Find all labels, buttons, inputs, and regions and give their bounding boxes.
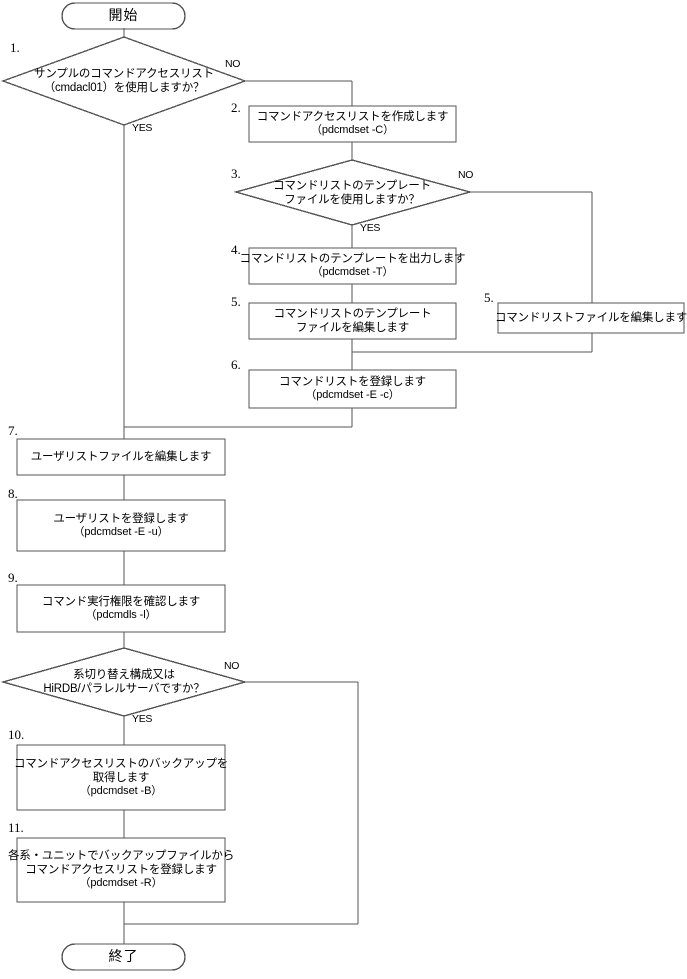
step-number-2: 2.	[231, 100, 241, 115]
shape-process5b	[497, 302, 685, 334]
shape-process7	[16, 438, 226, 476]
decision10-no-label: NO	[224, 660, 240, 672]
step-number-3: 3.	[231, 166, 241, 181]
step-number-5b: 5.	[484, 290, 494, 305]
step-number-6: 6.	[231, 357, 241, 372]
decision1-no-label: NO	[225, 58, 241, 70]
shape-process11	[16, 837, 226, 903]
shape-start-terminal	[61, 2, 186, 30]
shape-process5a	[248, 302, 457, 340]
decision3-no-label: NO	[458, 169, 474, 181]
shape-process2	[248, 105, 457, 143]
decision1-yes-label: YES	[132, 122, 153, 134]
shape-decision3	[233, 159, 473, 226]
step-number-10: 10.	[8, 727, 25, 742]
shape-process6	[248, 369, 457, 409]
decision3-yes-label: YES	[360, 222, 381, 234]
decision10-yes-label: YES	[132, 713, 153, 725]
step-number-8: 8.	[8, 486, 18, 501]
shape-process4	[248, 247, 457, 285]
shape-end-terminal	[61, 943, 186, 971]
step-number-1: 1.	[10, 40, 20, 55]
shape-process8	[16, 499, 226, 552]
shape-decision10	[0, 647, 248, 717]
step-number-4: 4.	[231, 242, 241, 257]
shape-process9	[16, 584, 226, 633]
step-number-5a: 5.	[231, 294, 241, 309]
shape-decision1	[0, 36, 248, 126]
step-number-9: 9.	[8, 570, 18, 585]
step-number-11: 11.	[8, 820, 24, 835]
shape-process10	[16, 744, 226, 811]
step-number-7: 7.	[8, 423, 18, 438]
